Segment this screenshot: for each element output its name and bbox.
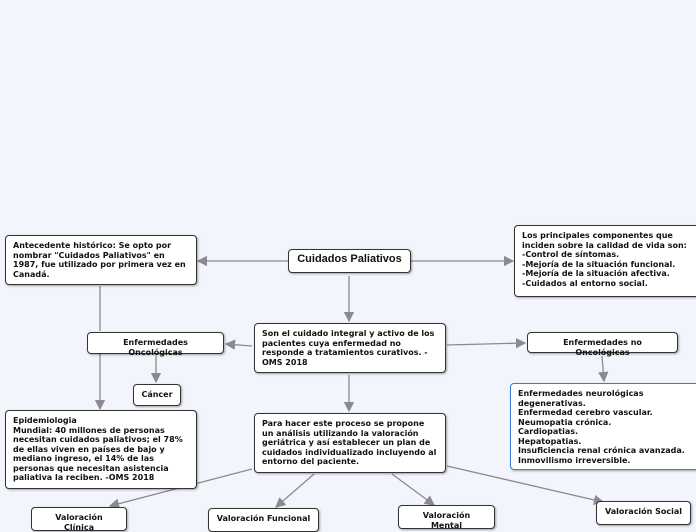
node-definicion[interactable]: Son el cuidado integral y activo de los … [254,323,446,373]
connector-lines [94,255,609,509]
node-valoracion-clinica[interactable]: Valoración Clínica [31,507,127,532]
node-componentes-calidad-vida[interactable]: Los principales componentes que inciden … [514,225,696,297]
root-node-cuidados-paliativos[interactable]: Cuidados Paliativos [288,249,411,273]
node-antecedente-historico[interactable]: Antecedente histórico: Se opto por nombr… [5,235,197,285]
node-enfermedades-oncologicas[interactable]: Enfermedades Oncológicas [87,332,224,357]
node-cancer[interactable]: Cáncer [133,384,181,406]
node-valoracion-mental[interactable]: Valoración Mental [398,505,495,530]
node-proceso-valoracion[interactable]: Para hacer este proceso se propone un an… [254,413,446,473]
node-valoracion-social[interactable]: Valoración Social [596,501,691,525]
node-epidemiologia[interactable]: Epidemiologia Mundial: 40 millones de pe… [5,410,197,489]
node-lista-enfermedades-no-oncologicas[interactable]: Enfermedades neurológicas degenerativas.… [510,383,696,470]
node-enfermedades-no-oncologicas[interactable]: Enfermedades no Oncológicas [527,332,678,357]
node-valoracion-funcional[interactable]: Valoración Funcional [208,508,319,532]
